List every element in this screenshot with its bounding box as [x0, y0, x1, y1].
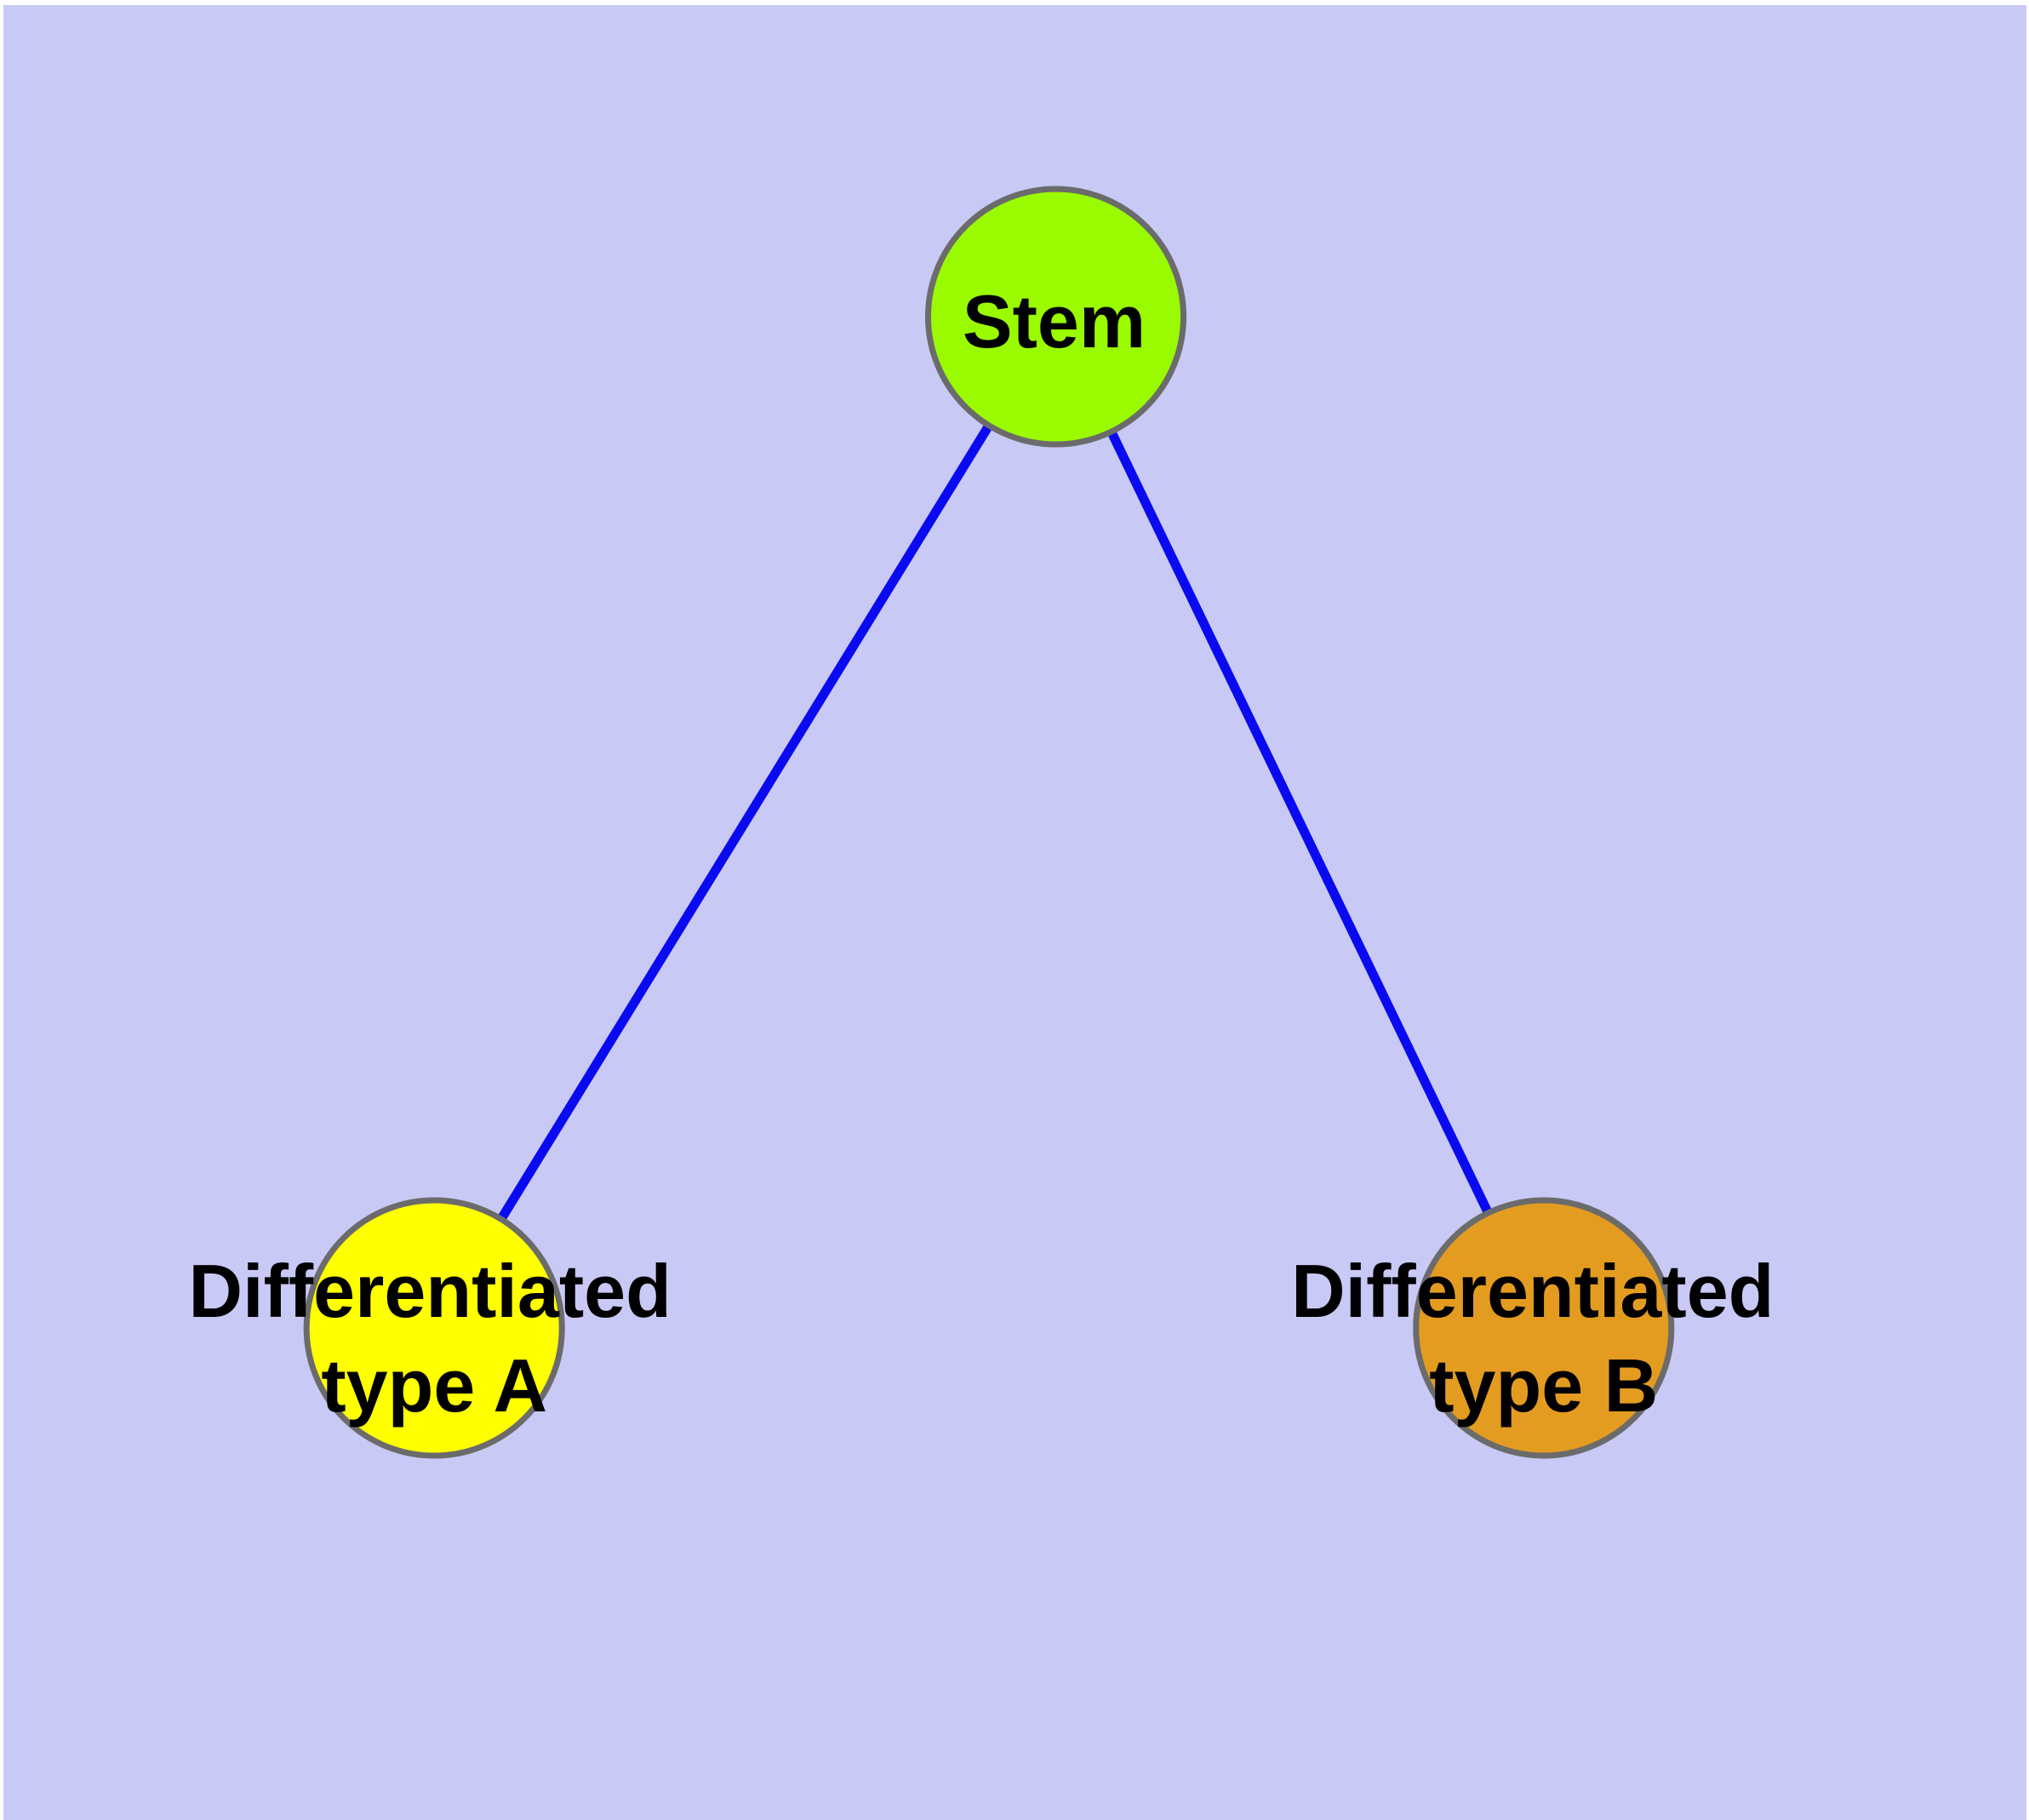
node-stem-circle — [924, 186, 1187, 448]
node-differentiated-type-b-circle — [1413, 1197, 1675, 1459]
node-differentiated-type-a: Differentiated type A — [189, 1197, 672, 1459]
node-differentiated-type-b-label-line1: Differentiated — [1291, 1249, 1774, 1333]
graph-svg: Stem Differentiated type A Differentiate… — [3, 5, 2026, 1820]
edge-stem-to-type-b — [1051, 314, 1548, 1331]
graph-canvas: Stem Differentiated type A Differentiate… — [3, 5, 2026, 1820]
node-stem: Stem — [924, 186, 1187, 448]
node-differentiated-type-a-label-line1: Differentiated — [189, 1249, 672, 1333]
node-differentiated-type-b: Differentiated type B — [1291, 1197, 1774, 1459]
node-stem-label: Stem — [963, 279, 1146, 363]
node-differentiated-type-a-circle — [303, 1197, 565, 1459]
node-differentiated-type-a-label-line2: type A — [321, 1343, 547, 1428]
node-differentiated-type-b-label-line2: type B — [1429, 1343, 1658, 1428]
edge-stem-to-type-a — [430, 314, 1060, 1331]
